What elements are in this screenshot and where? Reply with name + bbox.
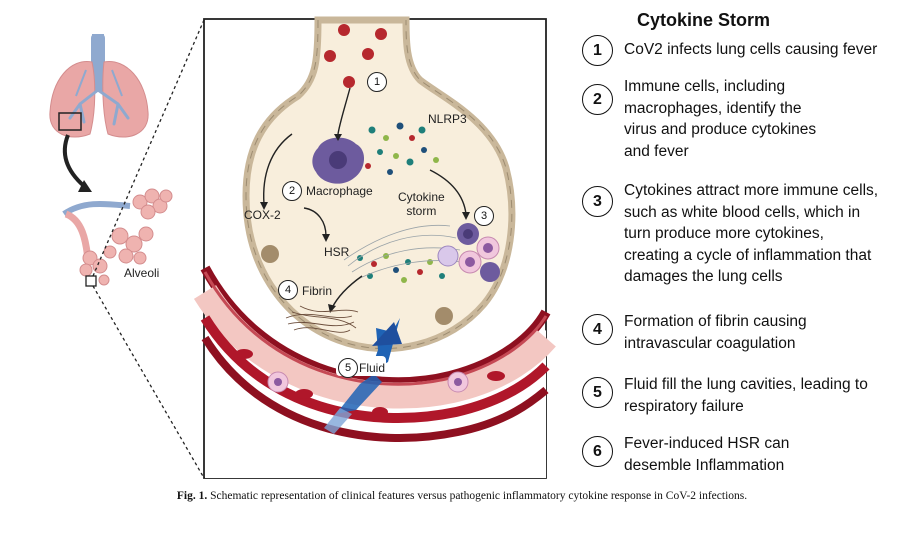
- macrophage-cell: [312, 137, 365, 184]
- step-number: 4: [582, 314, 613, 345]
- virus-icons: [324, 24, 387, 88]
- marker-1: 1: [367, 72, 387, 92]
- lung-zoom-box: [58, 112, 82, 131]
- alveoli-cluster-icon: [62, 188, 173, 286]
- step-text: Formation of fibrin causing intravascula…: [624, 313, 807, 352]
- nlrp3-label: NLRP3: [428, 112, 467, 126]
- zoom-line-bottom: [92, 285, 205, 479]
- marker-2: 2: [282, 181, 302, 201]
- cytokine-storm-label: Cytokine storm: [398, 190, 445, 218]
- fluid-label: Fluid: [359, 361, 386, 375]
- step-number: 5: [582, 377, 613, 408]
- step-text: Immune cells, including macrophages, ide…: [624, 78, 817, 160]
- step-number: 3: [582, 186, 613, 217]
- zoom-line-top: [92, 19, 205, 277]
- step-text: Fluid fill the lung cavities, leading to…: [624, 376, 868, 415]
- figure-caption: Fig. 1. Schematic representation of clin…: [0, 490, 924, 502]
- fibrin-strands: [285, 305, 359, 333]
- step-number: 6: [582, 436, 613, 467]
- cox2-label: COX-2: [244, 208, 281, 222]
- marker-5: 5: [338, 358, 358, 378]
- caption-label: Fig. 1.: [176, 490, 208, 502]
- caption-text: Schematic representation of clinical fea…: [207, 490, 748, 502]
- lungs-icon: [49, 34, 149, 138]
- alveoli-label: Alveoli: [124, 266, 160, 280]
- step-text: Cytokines attract more immune cells, suc…: [624, 182, 879, 285]
- blood-vessel: [193, 265, 556, 478]
- zoom-arrow-icon: [62, 134, 92, 192]
- alveolus-sac: [242, 16, 516, 353]
- hsr-label: HSR: [324, 245, 350, 259]
- step-number: 1: [582, 35, 613, 66]
- process-arrows: [263, 87, 467, 309]
- marker-4: 4: [278, 280, 298, 300]
- alveoli-zoom-box: [85, 275, 97, 287]
- step-number: 2: [582, 84, 613, 115]
- cytokine-storm-web: [343, 224, 463, 281]
- immune-cells: [437, 223, 500, 282]
- panel-title: Cytokine Storm: [637, 10, 771, 30]
- marker-3: 3: [474, 206, 494, 226]
- macrophage-label: Macrophage: [306, 184, 373, 198]
- wall-cells: [261, 245, 453, 325]
- step-text: CoV2 infects lung cells causing fever: [624, 41, 878, 58]
- fibrin-label: Fibrin: [302, 284, 333, 298]
- step-text: Fever-induced HSR can desemble Inflammat…: [624, 435, 790, 474]
